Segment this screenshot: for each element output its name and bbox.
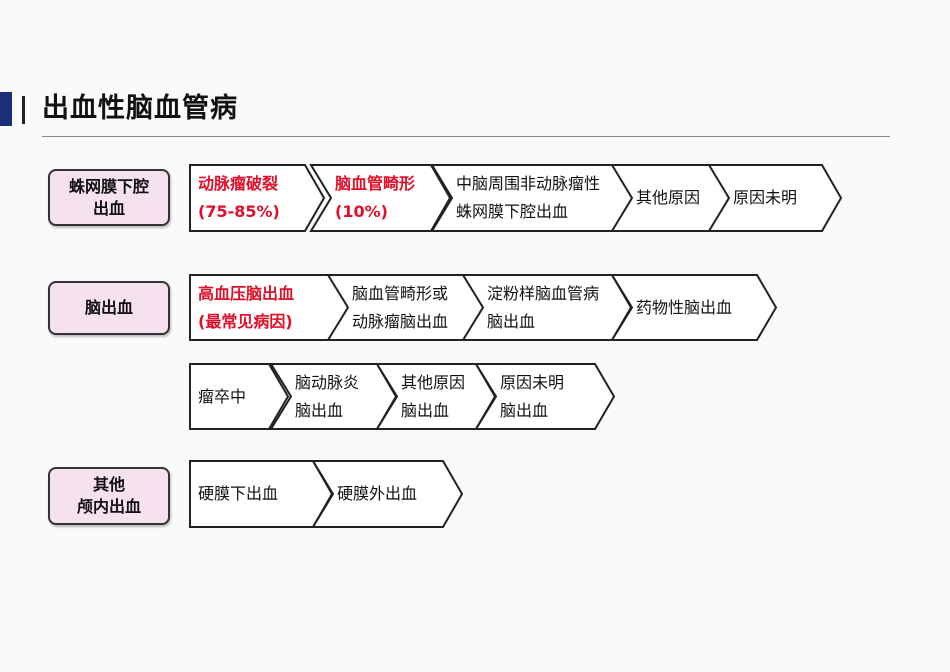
chevron-text: 其他原因脑出血 <box>401 363 474 430</box>
chevron-box: 高血压脑出血 (最常见病因) <box>189 274 350 341</box>
chevron-text: 原因未明 <box>733 164 820 232</box>
chevron-box: 瘤卒中 <box>189 363 290 430</box>
chevron-text-line: 其他原因 <box>401 372 466 392</box>
chevron-outline <box>189 363 290 430</box>
chevron-text: 硬膜下出血 <box>198 460 311 528</box>
chevron-box: 硬膜外出血 <box>311 460 464 528</box>
chevron-outline <box>610 274 778 341</box>
chevron-text: 动脉瘤破裂 (75-85%) <box>198 164 303 232</box>
chevron-text-line: 脑出血 <box>487 311 536 331</box>
chevron-outline <box>474 363 616 430</box>
chevron-text: 淀粉样脑血管病脑出血 <box>487 274 610 341</box>
chevron-box: 中脑周围非动脉瘤性蛛网膜下腔出血 <box>430 164 634 232</box>
chevron-text-line: (10%) <box>335 202 388 221</box>
chevron-text-line: 高血压脑出血 <box>198 283 295 303</box>
chevron-box: 药物性脑出血 <box>610 274 778 341</box>
chevron-text-line: 原因未明 <box>733 188 798 207</box>
chevron-text-line: 硬膜下出血 <box>198 484 279 503</box>
chevron-box: 脑血管畸形 (10%) <box>309 164 452 232</box>
category-subarachnoid-hemorrhage: 蛛网膜下腔 出血 <box>48 169 170 226</box>
chevron-shape <box>189 164 326 232</box>
chevron-text-line: 动脉瘤脑出血 <box>352 311 449 331</box>
chevron-text-line: 硬膜外出血 <box>337 484 418 503</box>
chevron-text: 高血压脑出血 (最常见病因) <box>198 274 327 341</box>
chevron-outline <box>707 164 843 232</box>
chevron-text-line: 动脉瘤破裂 <box>198 174 279 193</box>
chevron-text: 瘤卒中 <box>198 363 267 430</box>
title-divider <box>22 96 25 124</box>
chevron-shape <box>311 460 464 528</box>
chevron-shape <box>189 363 290 430</box>
title-underline <box>42 136 890 137</box>
chevron-text-line: 中脑周围非动脉瘤性 <box>456 174 601 193</box>
chevron-shape <box>707 164 843 232</box>
chevron-text-line: 脑出血 <box>295 400 344 420</box>
chevron-outline <box>189 164 326 232</box>
chevron-text: 药物性脑出血 <box>636 274 755 341</box>
chevron-text-line: 原因未明 <box>500 372 565 392</box>
chevron-box: 淀粉样脑血管病脑出血 <box>461 274 633 341</box>
chevron-text-line: 其他原因 <box>636 188 701 207</box>
chevron-text-line: 蛛网膜下腔出血 <box>456 202 569 221</box>
chevron-box: 原因未明脑出血 <box>474 363 616 430</box>
category-other-intracranial-hemorrhage: 其他 颅内出血 <box>48 467 170 525</box>
chevron-outline <box>311 460 464 528</box>
chevron-box: 脑动脉炎脑出血 <box>269 363 398 430</box>
chevron-text: 脑动脉炎脑出血 <box>295 363 375 430</box>
title-accent-bar <box>0 92 12 126</box>
chevron-text: 硬膜外出血 <box>337 460 441 528</box>
chevron-shape <box>474 363 616 430</box>
chevron-text: 其他原因 <box>636 164 708 232</box>
chevron-text: 中脑周围非动脉瘤性蛛网膜下腔出血 <box>456 164 611 232</box>
chevron-text-line: 脑动脉炎 <box>295 372 360 392</box>
chevron-box: 脑血管畸形或动脉瘤脑出血 <box>326 274 485 341</box>
chevron-text: 脑血管畸形 (10%) <box>335 164 429 232</box>
chevron-text-line: 脑血管畸形或 <box>352 283 449 303</box>
page-title: 出血性脑血管病 <box>42 93 238 124</box>
chevron-box: 动脉瘤破裂 (75-85%) <box>189 164 326 232</box>
chevron-text-line: 脑血管畸形 <box>335 174 416 193</box>
chevron-text-line: 脑出血 <box>401 400 450 420</box>
chevron-box: 原因未明 <box>707 164 843 232</box>
category-intracerebral-hemorrhage: 脑出血 <box>48 281 170 335</box>
chevron-text-line: 脑出血 <box>500 400 549 420</box>
chevron-text: 脑血管畸形或动脉瘤脑出血 <box>352 274 462 341</box>
chevron-text-line: (75-85%) <box>198 202 280 221</box>
chevron-text-line: 淀粉样脑血管病 <box>487 283 600 303</box>
chevron-text: 原因未明脑出血 <box>500 363 593 430</box>
chevron-text-line: (最常见病因) <box>198 311 293 331</box>
chevron-text-line: 药物性脑出血 <box>636 297 733 317</box>
chevron-shape <box>610 274 778 341</box>
chevron-text-line: 瘤卒中 <box>198 386 247 406</box>
